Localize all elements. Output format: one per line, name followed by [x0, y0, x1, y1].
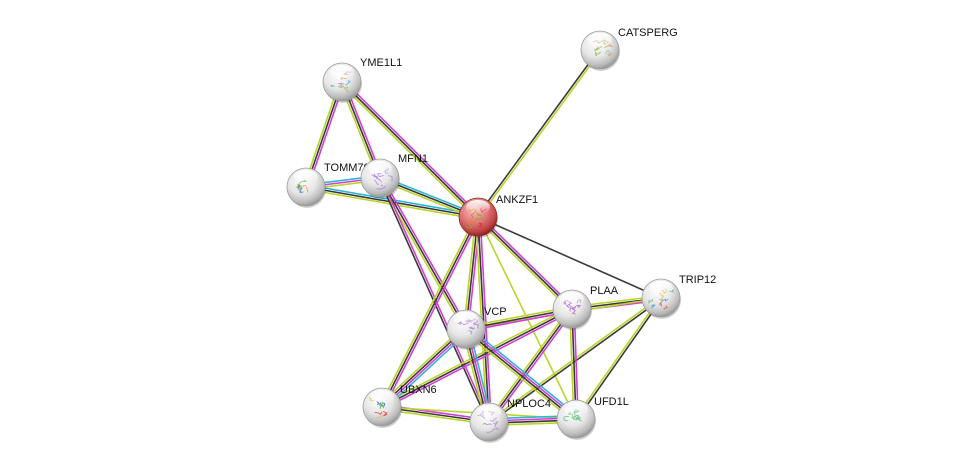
edge-vcp-ufd1l[interactable] — [463, 325, 579, 423]
node-label-trip12: TRIP12 — [679, 274, 716, 286]
node-label-ankzf1: ANKZF1 — [496, 194, 538, 206]
edge-line-experiments — [342, 79, 481, 217]
protein-structure-icon — [477, 409, 500, 434]
node-highlight — [454, 312, 478, 326]
node-label-mfn1: MFN1 — [398, 153, 428, 165]
node-catsperg[interactable]: CATSPERG — [580, 27, 678, 71]
edge-line-coexpression — [476, 48, 600, 217]
node-highlight — [368, 161, 392, 175]
edge-ankzf1-trip12[interactable] — [477, 216, 662, 299]
edge-line-textmining — [339, 82, 478, 220]
edge-line-experiments — [490, 309, 575, 424]
edge-line-coexpression — [381, 216, 479, 408]
edge-line-experiments — [382, 310, 574, 410]
node-label-vcp: VCP — [484, 306, 507, 318]
edge-line-coexpression — [464, 329, 576, 421]
edge-ankzf1-ubxn6[interactable] — [379, 215, 481, 409]
node-highlight — [330, 65, 354, 79]
node-yme1l1[interactable]: YME1L1 — [322, 57, 402, 103]
node-vcp[interactable]: VCP — [446, 306, 507, 350]
node-label-ubxn6: UBXN6 — [400, 384, 437, 396]
edge-plaa-nploc4[interactable] — [486, 307, 575, 424]
node-highlight — [560, 292, 584, 306]
edge-line-coexpression — [477, 216, 573, 310]
edge-line-textmining — [475, 218, 572, 312]
node-highlight — [370, 390, 394, 404]
edge-line-textmining — [463, 330, 575, 423]
node-label-plaa: PLAA — [590, 285, 619, 297]
node-tomm70a[interactable]: TOMM70A — [286, 162, 378, 208]
edge-line-textmining — [379, 215, 477, 407]
edge-line-coexpression — [576, 298, 663, 421]
edge-ankzf1-plaa[interactable] — [475, 214, 575, 312]
node-highlight — [294, 170, 318, 184]
node-mfn1[interactable]: MFN1 — [360, 153, 428, 199]
node-ankzf1[interactable]: ANKZF1 — [458, 194, 538, 238]
node-ubxn6[interactable]: UBXN6 — [362, 384, 437, 428]
node-label-nploc4: NPLOC4 — [507, 398, 551, 410]
edge-line-experiments — [466, 327, 578, 419]
node-highlight — [564, 402, 588, 416]
node-plaa[interactable]: PLAA — [552, 285, 619, 330]
edge-yme1l1-ankzf1[interactable] — [339, 79, 481, 220]
edge-line-coexpression — [379, 177, 467, 330]
node-ufd1l[interactable]: UFD1L — [556, 396, 629, 440]
node-label-yme1l1: YME1L1 — [360, 57, 402, 69]
node-highlight — [649, 281, 673, 295]
protein-structure-icon — [295, 179, 309, 194]
node-highlight — [466, 200, 490, 214]
edge-line-textmining — [478, 50, 602, 219]
edge-line-coexpression — [341, 81, 479, 218]
edge-line-experiments — [381, 176, 469, 329]
edge-line-experiments — [479, 216, 492, 422]
edge-line-textmining — [574, 296, 661, 419]
node-highlight — [588, 33, 612, 47]
node-nploc4[interactable]: NPLOC4 — [469, 398, 551, 443]
node-label-catsperg: CATSPERG — [618, 27, 678, 39]
node-highlight — [477, 405, 501, 419]
edge-line-experiments — [383, 217, 481, 409]
edge-line-coexpression — [488, 308, 573, 423]
edge-ankzf1-catsperg[interactable] — [476, 48, 602, 219]
edge-line-textmining — [486, 307, 571, 422]
node-label-ufd1l: UFD1L — [594, 396, 629, 408]
node-trip12[interactable]: TRIP12 — [641, 274, 716, 319]
edge-line-databases — [467, 325, 579, 418]
edge-line-experiments — [478, 214, 575, 308]
edge-trip12-ufd1l[interactable] — [574, 296, 663, 421]
edge-line-coexpression — [477, 216, 490, 423]
edge-line-coexpression — [477, 216, 662, 299]
